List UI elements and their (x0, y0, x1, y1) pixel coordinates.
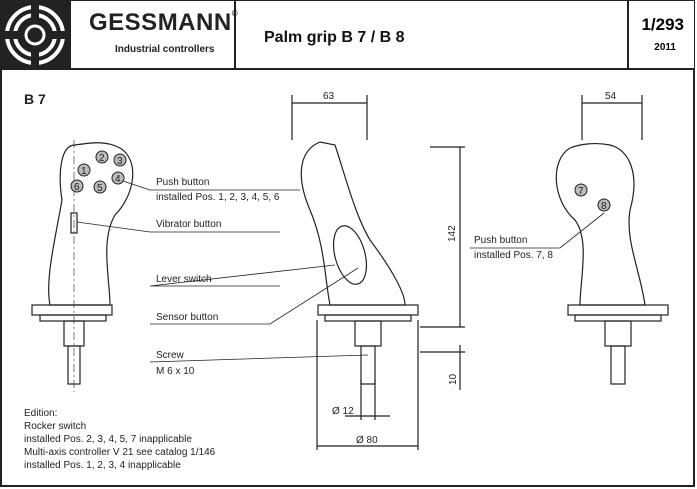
button-5: 5 (93, 180, 107, 194)
dim-height: 142 (447, 225, 458, 242)
catalog-cell: 1/293 2011 (629, 1, 696, 68)
page-title: Palm grip B 7 / B 8 (264, 29, 405, 46)
edition-line: Rocker switch (24, 421, 87, 432)
dim-dia-large: Ø 80 (356, 435, 378, 446)
brand-cell: GESSMANN® Industrial controllers (71, 1, 239, 68)
gessmann-logo-icon (1, 1, 69, 69)
callout-push-button-2: Push button (474, 235, 527, 246)
button-3: 3 (113, 153, 127, 167)
edition-line: installed Pos. 2, 3, 4, 5, 7 inapplicabl… (24, 434, 192, 445)
svg-text:2: 2 (99, 153, 105, 164)
catalog-number: 1/293 (641, 15, 684, 34)
callout-screw-size: M 6 x 10 (156, 366, 195, 377)
callout-sensor-button: Sensor button (156, 312, 218, 323)
catalog-year: 2011 (654, 42, 676, 53)
dim-width-front: 63 (323, 91, 335, 102)
svg-text:8: 8 (601, 201, 607, 212)
section-label: B 7 (24, 91, 46, 107)
edition-line: installed Pos. 1, 2, 3, 4 inapplicable (24, 460, 181, 471)
svg-text:4: 4 (115, 174, 121, 185)
logo-cell (1, 1, 71, 69)
svg-text:3: 3 (117, 156, 123, 167)
button-7: 7 (574, 183, 588, 197)
edition-line: Multi-axis controller V 21 see catalog 1… (24, 447, 216, 458)
button-4: 4 (111, 171, 125, 185)
grip-side-view (291, 95, 465, 450)
callout-push-button: Push button (156, 177, 209, 188)
button-numbers: 1 2 3 4 5 6 7 8 (70, 150, 611, 212)
svg-text:1: 1 (81, 166, 87, 177)
edition-heading: Edition: (24, 408, 58, 419)
callout-push-button-pos: installed Pos. 1, 2, 3, 4, 5, 6 (156, 192, 280, 203)
button-8: 8 (597, 198, 611, 212)
edition-notes: Edition: Rocker switch installed Pos. 2,… (24, 407, 215, 472)
dim-shaft: 10 (448, 373, 459, 385)
callout-lever-switch: Lever switch (156, 274, 212, 285)
button-1: 1 (77, 163, 91, 177)
callout-push-button-2-pos: installed Pos. 7, 8 (474, 250, 553, 261)
button-2: 2 (95, 150, 109, 164)
drawing-area (0, 70, 695, 487)
brand-name: GESSMANN® (89, 9, 239, 36)
grip-front-view (31, 140, 134, 392)
svg-text:5: 5 (97, 183, 103, 194)
title-cell: Palm grip B 7 / B 8 (236, 1, 629, 68)
callout-screw: Screw (156, 350, 185, 361)
svg-text:7: 7 (578, 186, 584, 197)
callout-leaders (76, 179, 605, 363)
dim-dia-small: Ø 12 (332, 406, 354, 417)
dim-width-side: 54 (605, 91, 617, 102)
brand-subtitle: Industrial controllers (115, 44, 215, 55)
grip-rear-view (555, 95, 669, 385)
callout-vibrator: Vibrator button (156, 219, 221, 230)
header: GESSMANN® Industrial controllers Palm gr… (0, 0, 695, 70)
svg-text:6: 6 (74, 182, 80, 193)
button-6: 6 (70, 179, 84, 193)
